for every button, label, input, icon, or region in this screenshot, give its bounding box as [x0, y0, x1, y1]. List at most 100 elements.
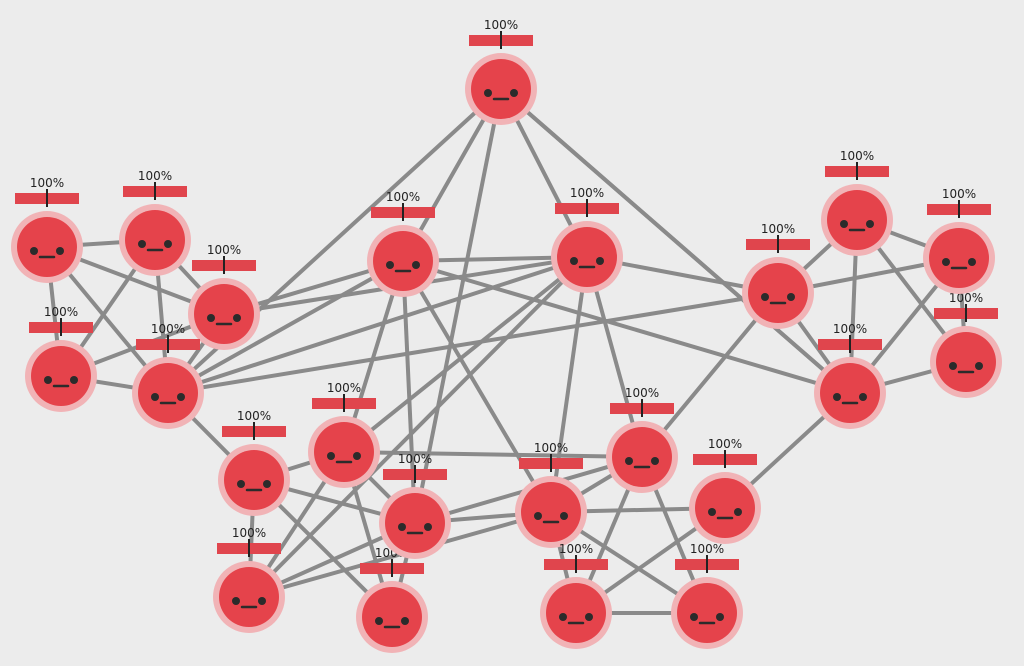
node[interactable]: 100%	[367, 190, 439, 297]
node-body[interactable]	[546, 583, 606, 643]
health-percent-label: 100%	[484, 18, 518, 32]
left-eye-icon	[708, 508, 716, 516]
right-eye-icon	[70, 376, 78, 384]
node[interactable]: 100%	[356, 546, 428, 653]
left-eye-icon	[237, 480, 245, 488]
node[interactable]: 100%	[606, 386, 678, 493]
node-body[interactable]	[224, 450, 284, 510]
node-body[interactable]	[612, 427, 672, 487]
left-eye-icon	[625, 457, 633, 465]
health-percent-label: 100%	[327, 381, 361, 395]
node[interactable]: 100%	[540, 542, 612, 649]
right-eye-icon	[164, 240, 172, 248]
node-body[interactable]	[820, 363, 880, 423]
node-body[interactable]	[31, 346, 91, 406]
right-eye-icon	[560, 512, 568, 520]
node[interactable]: 100%	[689, 437, 761, 544]
node-body[interactable]	[362, 587, 422, 647]
node-body[interactable]	[827, 190, 887, 250]
right-eye-icon	[734, 508, 742, 516]
left-eye-icon	[949, 362, 957, 370]
health-percent-label: 100%	[833, 322, 867, 336]
node-body[interactable]	[373, 231, 433, 291]
right-eye-icon	[968, 258, 976, 266]
node[interactable]: 100%	[923, 187, 995, 294]
right-eye-icon	[233, 314, 241, 322]
right-eye-icon	[258, 597, 266, 605]
node-body[interactable]	[677, 583, 737, 643]
node-body[interactable]	[557, 227, 617, 287]
node[interactable]: 100%	[308, 381, 380, 488]
edge	[166, 259, 405, 395]
left-eye-icon	[138, 240, 146, 248]
node[interactable]: 100%	[188, 243, 260, 350]
right-eye-icon	[975, 362, 983, 370]
node[interactable]: 100%	[465, 18, 537, 125]
health-percent-label: 100%	[207, 243, 241, 257]
node[interactable]: 100%	[671, 542, 743, 649]
left-eye-icon	[44, 376, 52, 384]
edge	[247, 255, 589, 599]
node[interactable]: 100%	[213, 526, 285, 633]
node-body[interactable]	[936, 332, 996, 392]
health-percent-label: 100%	[151, 322, 185, 336]
health-percent-label: 100%	[690, 542, 724, 556]
right-eye-icon	[56, 247, 64, 255]
left-eye-icon	[207, 314, 215, 322]
left-eye-icon	[840, 220, 848, 228]
right-eye-icon	[412, 261, 420, 269]
node-body[interactable]	[138, 363, 198, 423]
node-body[interactable]	[471, 59, 531, 119]
node[interactable]: 100%	[379, 452, 451, 559]
edge	[342, 255, 589, 454]
right-eye-icon	[401, 617, 409, 625]
node[interactable]: 100%	[821, 149, 893, 256]
health-percent-label: 100%	[237, 409, 271, 423]
health-percent-label: 100%	[534, 441, 568, 455]
left-eye-icon	[559, 613, 567, 621]
left-eye-icon	[690, 613, 698, 621]
right-eye-icon	[859, 393, 867, 401]
edge	[413, 87, 503, 525]
node[interactable]: 100%	[930, 291, 1002, 398]
node-body[interactable]	[748, 263, 808, 323]
node-body[interactable]	[521, 482, 581, 542]
left-eye-icon	[942, 258, 950, 266]
node[interactable]: 100%	[814, 322, 886, 429]
node[interactable]: 100%	[218, 409, 290, 516]
node[interactable]: 100%	[11, 176, 83, 283]
left-eye-icon	[570, 257, 578, 265]
health-percent-label: 100%	[840, 149, 874, 163]
right-eye-icon	[177, 393, 185, 401]
right-eye-icon	[651, 457, 659, 465]
right-eye-icon	[787, 293, 795, 301]
edge	[166, 255, 589, 395]
node[interactable]: 100%	[25, 305, 97, 412]
health-percent-label: 100%	[625, 386, 659, 400]
node[interactable]: 100%	[119, 169, 191, 276]
health-percent-label: 100%	[386, 190, 420, 204]
right-eye-icon	[585, 613, 593, 621]
node-body[interactable]	[17, 217, 77, 277]
left-eye-icon	[151, 393, 159, 401]
health-percent-label: 100%	[559, 542, 593, 556]
node[interactable]: 100%	[132, 322, 204, 429]
left-eye-icon	[534, 512, 542, 520]
node-body[interactable]	[695, 478, 755, 538]
node-body[interactable]	[385, 493, 445, 553]
node-body[interactable]	[929, 228, 989, 288]
node-body[interactable]	[219, 567, 279, 627]
node[interactable]: 100%	[742, 222, 814, 329]
node-body[interactable]	[125, 210, 185, 270]
left-eye-icon	[386, 261, 394, 269]
left-eye-icon	[398, 523, 406, 531]
node-body[interactable]	[314, 422, 374, 482]
left-eye-icon	[484, 89, 492, 97]
right-eye-icon	[716, 613, 724, 621]
node[interactable]: 100%	[551, 186, 623, 293]
left-eye-icon	[30, 247, 38, 255]
node-body[interactable]	[194, 284, 254, 344]
left-eye-icon	[833, 393, 841, 401]
node[interactable]: 100%	[515, 441, 587, 548]
